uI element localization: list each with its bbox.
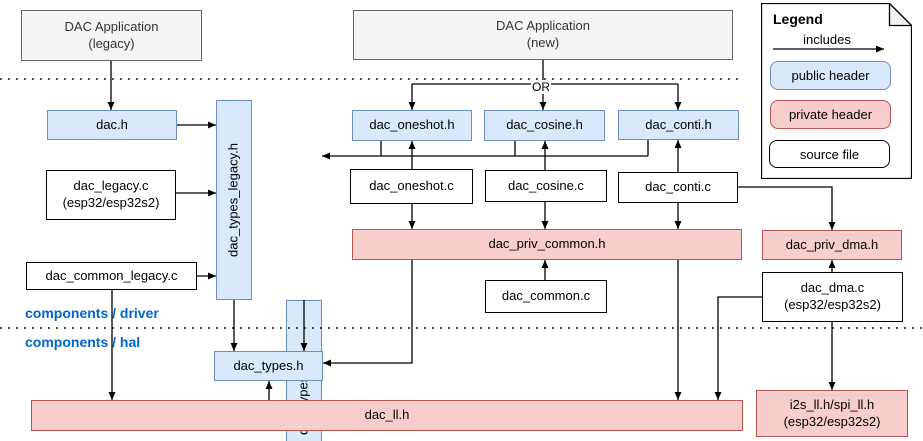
node-dac-priv-common-h: dac_priv_common.h [352, 229, 742, 260]
node-dac-ll-h: dac_ll.h [31, 400, 743, 431]
node-dac-common-legacy-c: dac_common_legacy.c [26, 262, 197, 290]
legend-private-header-key: private header [770, 100, 891, 129]
legend-fold-corner-icon [888, 3, 912, 27]
node-dac-types-legacy-h: dac_types_legacy.h [216, 100, 252, 300]
legend-document-outline [761, 3, 912, 179]
section-label-components-driver: components / driver [25, 305, 159, 321]
arrow-dac-priv-common-h-to-dac-types-h-hal [323, 260, 413, 367]
node-dac-h: dac.h [47, 110, 177, 140]
arrow-dac-dma-c-to-dac-ll-h [714, 296, 762, 400]
node-dac-oneshot-c: dac_oneshot.c [350, 169, 473, 204]
legend-panel: Legend includes public header private he… [761, 3, 912, 179]
node-dac-conti-h: dac_conti.h [618, 110, 739, 140]
node-dac-cosine-h: dac_cosine.h [484, 110, 605, 141]
legend-document-shape [761, 3, 912, 179]
node-dac-cosine-c: dac_cosine.c [485, 170, 607, 202]
node-dac-application-new: DAC Application (new) [353, 10, 733, 60]
section-label-components-hal: components / hal [25, 334, 141, 350]
node-dac-application-legacy: DAC Application (legacy) [21, 10, 202, 61]
legend-public-header-key: public header [770, 61, 891, 90]
node-i2s-ll-spi-ll-h: i2s_ll.h/spi_ll.h (esp32/esp32s2) [756, 390, 908, 437]
or-label: OR [531, 80, 551, 94]
node-dac-dma-c: dac_dma.c (esp32/esp32s2) [762, 272, 903, 322]
arrow-dac-conti-c-to-dac-priv-dma-h [738, 186, 836, 230]
node-dac-common-c: dac_common.c [485, 280, 607, 313]
legend-includes-label: includes [803, 32, 851, 47]
node-dac-oneshot-h: dac_oneshot.h [352, 110, 472, 141]
legend-title: Legend [773, 11, 823, 27]
node-dac-types-h-hal: dac_types.h [214, 351, 323, 381]
node-dac-conti-c: dac_conti.c [618, 172, 738, 203]
node-dac-priv-dma-h: dac_priv_dma.h [762, 230, 902, 260]
legend-source-file-key: source file [769, 140, 890, 168]
node-dac-legacy-c: dac_legacy.c (esp32/esp32s2) [46, 170, 176, 220]
